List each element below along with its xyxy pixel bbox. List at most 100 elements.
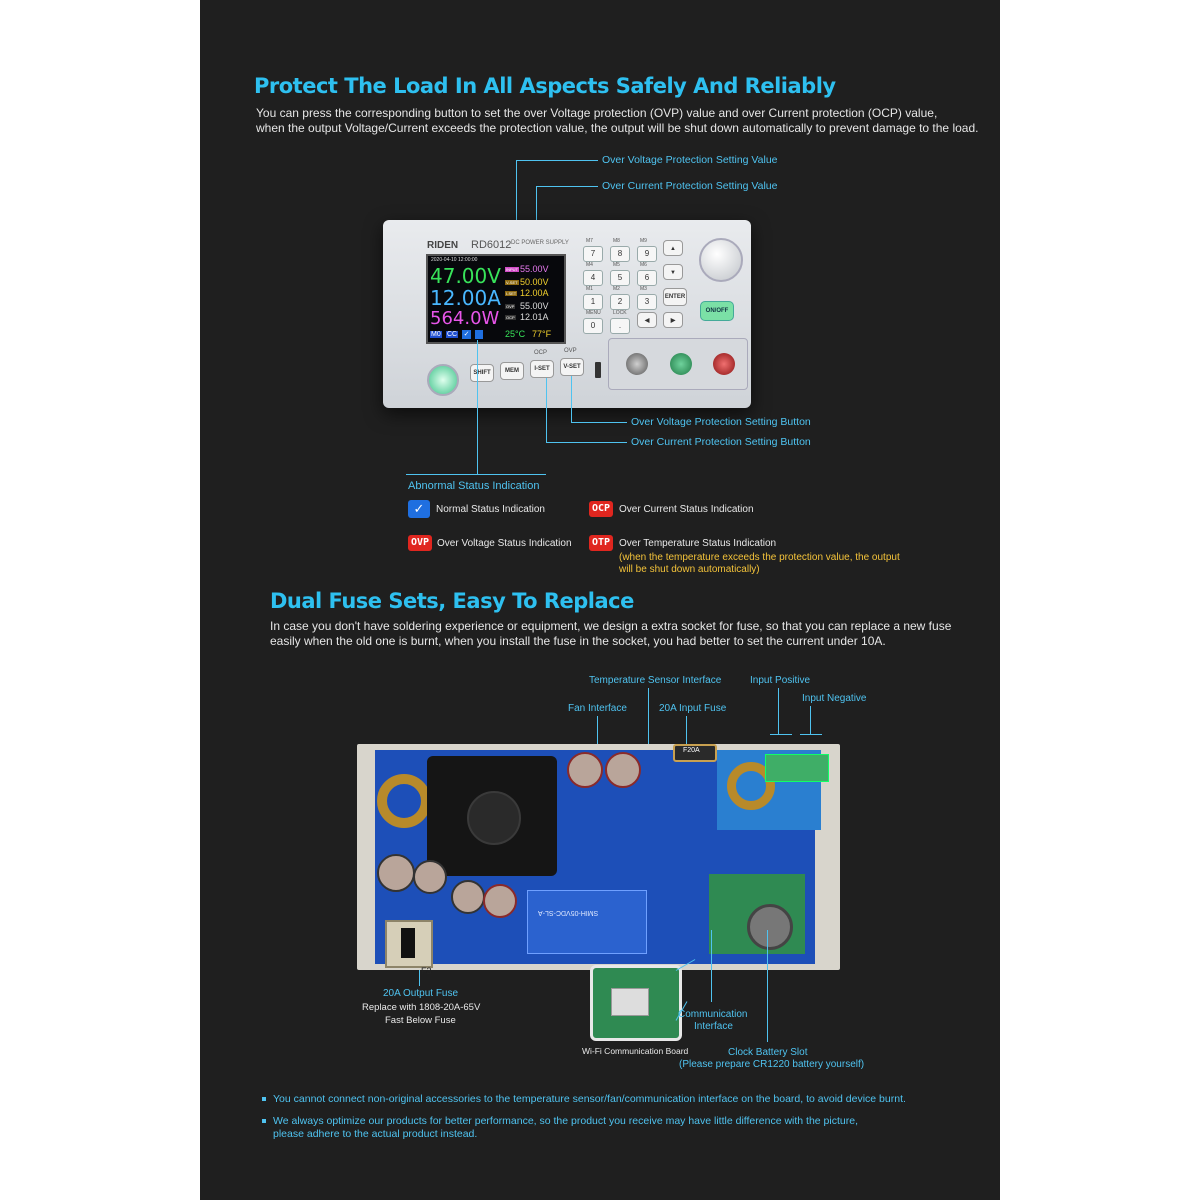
keypad-key-top-label: M6 <box>640 262 647 268</box>
capacitor-1 <box>567 752 603 788</box>
output-fuse-note2: Fast Below Fuse <box>385 1015 456 1026</box>
battery-line <box>767 930 768 1042</box>
enter-button[interactable]: ENTER <box>663 288 687 306</box>
screen-temp-c: 25°C <box>505 329 526 339</box>
usb-port[interactable] <box>595 362 601 378</box>
input-positive-label: Input Positive <box>750 675 811 686</box>
terminal-gray[interactable] <box>626 353 648 375</box>
keypad-key-top-label: MENU <box>586 310 601 316</box>
keypad-key[interactable]: 7 <box>583 246 603 262</box>
otp-badge: OTP <box>589 535 613 551</box>
keypad-key[interactable]: 4 <box>583 270 603 286</box>
input-fuse-holder: F20A <box>673 744 717 762</box>
terminal-green[interactable] <box>670 353 692 375</box>
ovp-button-line-h <box>571 422 627 423</box>
keypad-key-top-label: LOCK <box>613 310 627 316</box>
output-fuse-label: 20A Output Fuse <box>383 988 459 999</box>
rotary-knob[interactable] <box>699 238 743 282</box>
arrow-left-button[interactable]: ◀ <box>637 312 657 328</box>
comm-label-1: Communication <box>678 1009 748 1020</box>
screen-input-tag: INPUT <box>505 267 519 272</box>
comm-line <box>711 930 712 1002</box>
pcb-photo: SMIH-05VDC-SL-A F20A F3 <box>357 744 840 976</box>
fan-interface-label: Fan Interface <box>568 703 627 714</box>
iset-button[interactable]: I-SET <box>530 360 554 378</box>
keypad-key[interactable]: 9 <box>637 246 657 262</box>
keypad-key[interactable]: . <box>610 318 630 334</box>
ovp-button-line-v <box>571 376 572 422</box>
input-negative-label: Input Negative <box>802 693 867 704</box>
footnote2-bullet <box>262 1119 266 1123</box>
capacitor-4 <box>413 860 447 894</box>
temp-sensor-line <box>648 688 649 770</box>
screen-ovp: 55.00V <box>520 301 549 311</box>
ocp-button-label: OCP <box>534 350 548 356</box>
fan-hub <box>467 791 521 845</box>
onoff-button[interactable]: ON/OFF <box>700 301 734 321</box>
keypad-key-top-label: M2 <box>613 286 620 292</box>
ovp-value-line-v <box>516 160 517 260</box>
wifi-module <box>611 988 649 1016</box>
screen-power: 564.0W <box>430 308 500 329</box>
keypad-key[interactable]: 6 <box>637 270 657 286</box>
screen-mode1: M0 <box>430 331 442 338</box>
capacitor-2 <box>605 752 641 788</box>
keypad-key[interactable]: 3 <box>637 294 657 310</box>
screen-date: 2020-04-10 12:00:00 <box>431 257 478 263</box>
shift-button[interactable]: SHIFT <box>470 364 494 382</box>
normal-status-label: Normal Status Indication <box>436 504 545 515</box>
relay-text: SMIH-05VDC-SL-A <box>538 909 599 916</box>
keypad-key[interactable]: 5 <box>610 270 630 286</box>
capacitor-5 <box>451 880 485 914</box>
ovp-badge: OVP <box>408 535 432 551</box>
ocp-value-label: Over Current Protection Setting Value <box>602 180 778 192</box>
ovp-value-line-h <box>516 160 598 161</box>
arrow-down-button[interactable]: ▼ <box>663 264 683 280</box>
output-fuse-f3: F3 <box>421 966 432 976</box>
battery-slot <box>747 904 793 950</box>
input-fuse-chip: F20A <box>683 747 700 754</box>
arrow-up-button[interactable]: ▲ <box>663 240 683 256</box>
output-fuse-chip <box>401 928 415 958</box>
battery-label-1: Clock Battery Slot <box>728 1047 808 1058</box>
section2-title: Dual Fuse Sets, Easy To Replace <box>270 589 634 613</box>
footnote2-line1: We always optimize our products for bett… <box>273 1115 858 1127</box>
arrow-right-button[interactable]: ▶ <box>663 312 683 328</box>
input-terminal-block <box>765 754 829 782</box>
footnote2-line2: please adhere to the actual product inst… <box>273 1128 478 1140</box>
keypad-key[interactable]: 0 <box>583 318 603 334</box>
input-positive-line <box>778 688 779 734</box>
section2-desc-line1: In case you don't have soldering experie… <box>270 619 952 633</box>
screen-ovp-tag: OVP <box>505 304 516 309</box>
ocp-button-line-h <box>546 442 627 443</box>
ocp-status-label: Over Current Status Indication <box>619 504 754 515</box>
inductor-right <box>727 762 775 810</box>
keypad-key[interactable]: 1 <box>583 294 603 310</box>
screen-status-check-icon: ✓ <box>462 330 471 339</box>
power-button[interactable] <box>427 364 459 396</box>
keypad-key[interactable]: 8 <box>610 246 630 262</box>
screen-vset: 50.00V <box>520 277 549 287</box>
screen-current: 12.00A <box>430 286 501 310</box>
cooling-fan <box>427 756 557 876</box>
mem-button[interactable]: MEM <box>500 362 524 380</box>
ocp-value-line-h <box>536 186 598 187</box>
section1-desc-line1: You can press the corresponding button t… <box>256 106 938 120</box>
vset-button[interactable]: V-SET <box>560 358 584 376</box>
wifi-board-magnifier <box>590 965 682 1041</box>
output-fuse-holder <box>385 920 433 968</box>
capacitor-6 <box>483 884 517 918</box>
screen-vset-tag: V-SET <box>505 280 519 285</box>
input-negative-bracket <box>800 734 822 735</box>
terminal-red[interactable] <box>713 353 735 375</box>
capacitor-3 <box>377 854 415 892</box>
screen-mode2: CC <box>446 331 459 338</box>
keypad-key-top-label: M8 <box>613 238 620 244</box>
screen-ocp-tag: OCP <box>505 315 516 320</box>
inductor-left <box>377 774 431 828</box>
footnote1-bullet <box>262 1097 266 1101</box>
relay: SMIH-05VDC-SL-A <box>527 890 647 954</box>
ocp-button-label-callout: Over Current Protection Setting Button <box>631 436 811 448</box>
input-negative-line <box>810 706 811 734</box>
keypad-key[interactable]: 2 <box>610 294 630 310</box>
